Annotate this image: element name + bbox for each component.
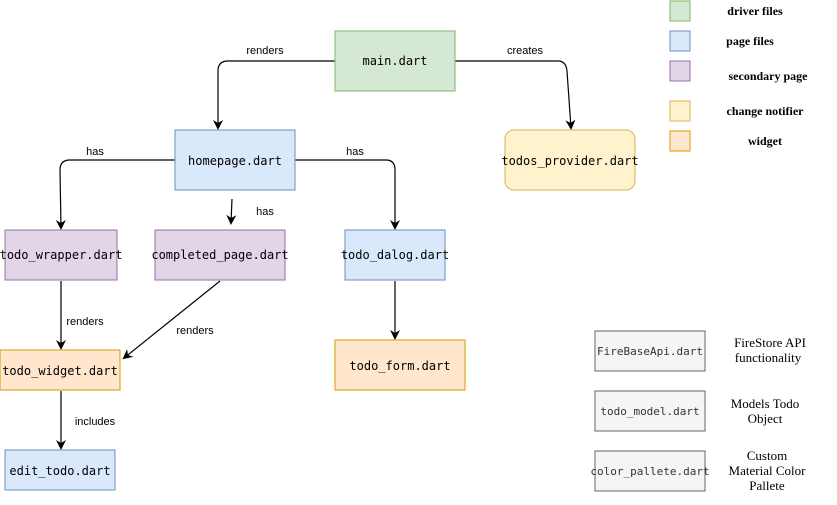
edge-label-has: has <box>346 146 364 158</box>
node-todo-dialog[interactable]: todo_dalog.dart <box>341 229 449 281</box>
svg-text:change notifier: change notifier <box>727 104 805 118</box>
node-edit-todo[interactable]: edit_todo.dart <box>4 449 116 491</box>
legend-item: driver files <box>669 0 783 22</box>
svg-text:driver files: driver files <box>727 4 783 18</box>
edge-label-renders: renders <box>66 316 104 328</box>
svg-text:todo_model.dart: todo_model.dart <box>600 405 699 418</box>
edge-label-has: has <box>256 206 274 218</box>
svg-text:homepage.dart: homepage.dart <box>188 154 282 168</box>
edge-label-includes: includes <box>75 416 116 428</box>
utility-description: Pallete <box>749 478 785 493</box>
svg-text:todo_wrapper.dart: todo_wrapper.dart <box>0 248 122 262</box>
utility-description: FireStore API <box>734 335 806 350</box>
utility-color-pallete[interactable]: color_pallete.dart <box>590 450 710 492</box>
legend-item: change notifier <box>669 100 805 122</box>
svg-text:todos_provider.dart: todos_provider.dart <box>501 154 638 168</box>
legend-item: widget <box>669 130 782 152</box>
node-todo-form[interactable]: todo_form.dart <box>334 339 466 391</box>
node-homepage[interactable]: homepage.dart <box>174 129 296 191</box>
svg-text:secondary page: secondary page <box>729 69 809 83</box>
utility-firebase-api[interactable]: FireBaseApi.dart <box>594 330 706 372</box>
utility-description: functionality <box>735 350 802 365</box>
utility-description: Object <box>748 411 783 426</box>
svg-text:completed_page.dart: completed_page.dart <box>151 248 288 262</box>
utility-files: FireBaseApi.dart FireStore API functiona… <box>590 330 807 493</box>
svg-text:page files: page files <box>726 34 774 48</box>
edge-homepage-completed <box>226 198 237 225</box>
svg-text:todo_dalog.dart: todo_dalog.dart <box>341 248 449 262</box>
svg-text:todo_widget.dart: todo_widget.dart <box>2 364 118 378</box>
legend-item: page files <box>669 30 774 52</box>
edge-homepage-wrapper <box>55 159 175 230</box>
edge-label-renders: renders <box>246 45 284 57</box>
node-todo-widget[interactable]: todo_widget.dart <box>0 349 121 391</box>
edge-label-has: has <box>86 146 104 158</box>
svg-text:widget: widget <box>748 134 782 148</box>
svg-text:FireBaseApi.dart: FireBaseApi.dart <box>597 345 703 358</box>
edge-label-renders: renders <box>176 325 214 337</box>
svg-text:edit_todo.dart: edit_todo.dart <box>9 464 110 478</box>
utility-todo-model[interactable]: todo_model.dart <box>594 390 706 432</box>
edge-main-homepage <box>213 60 335 130</box>
svg-text:color_pallete.dart: color_pallete.dart <box>590 465 709 478</box>
legend-item: secondary page <box>669 60 809 83</box>
edge-completed-widget <box>122 280 221 360</box>
node-todos-provider[interactable]: todos_provider.dart <box>501 129 639 191</box>
edge-main-provider <box>455 60 576 130</box>
utility-description: Custom <box>747 448 787 463</box>
utility-description: Models Todo <box>731 396 800 411</box>
node-todo-wrapper[interactable]: todo_wrapper.dart <box>0 229 122 281</box>
svg-text:main.dart: main.dart <box>362 54 427 68</box>
legend: driver files page files secondary page c… <box>669 0 809 152</box>
edge-homepage-dialog <box>295 159 400 230</box>
svg-text:todo_form.dart: todo_form.dart <box>349 359 450 373</box>
node-completed-page[interactable]: completed_page.dart <box>151 229 289 281</box>
edge-label-creates: creates <box>507 45 544 57</box>
node-main[interactable]: main.dart <box>334 30 456 92</box>
utility-description: Material Color <box>729 463 807 478</box>
